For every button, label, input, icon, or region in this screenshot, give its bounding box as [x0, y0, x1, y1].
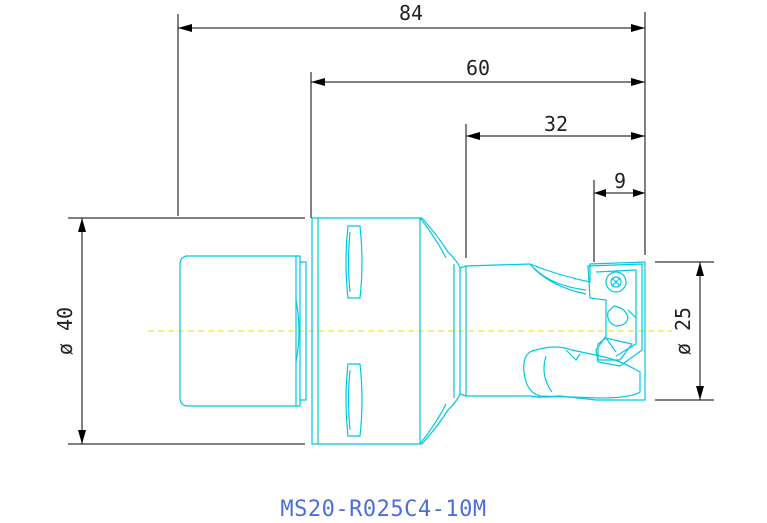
dim-60: 60 [310, 56, 645, 218]
dim-dia-25: ø 25 [655, 261, 714, 401]
insert-pocket [587, 263, 643, 367]
dim-9-label: 9 [614, 169, 626, 193]
insert-clamp [607, 305, 629, 327]
drive-slot-top [345, 225, 363, 299]
cutter-neck-outline [465, 261, 646, 401]
dim-60-label: 60 [466, 56, 490, 80]
tool-body [179, 217, 646, 445]
model-number: MS20-R025C4-10M [280, 497, 487, 522]
dim-9: 9 [593, 169, 645, 262]
dim-dia-25-label: ø 25 [671, 307, 695, 355]
dim-84-label: 84 [399, 1, 423, 25]
dim-32: 32 [465, 112, 645, 258]
flange-outline [311, 217, 461, 445]
dim-84: 84 [177, 1, 646, 255]
drive-slot-bottom [345, 363, 363, 437]
shank-outline [179, 255, 301, 407]
cutting-insert [597, 337, 634, 361]
dim-32-label: 32 [544, 112, 568, 136]
chip-flute [523, 346, 641, 399]
dim-dia-40-label: ø 40 [53, 307, 77, 355]
insert-screw-icon [605, 271, 627, 293]
dim-dia-40: ø 40 [53, 217, 305, 445]
